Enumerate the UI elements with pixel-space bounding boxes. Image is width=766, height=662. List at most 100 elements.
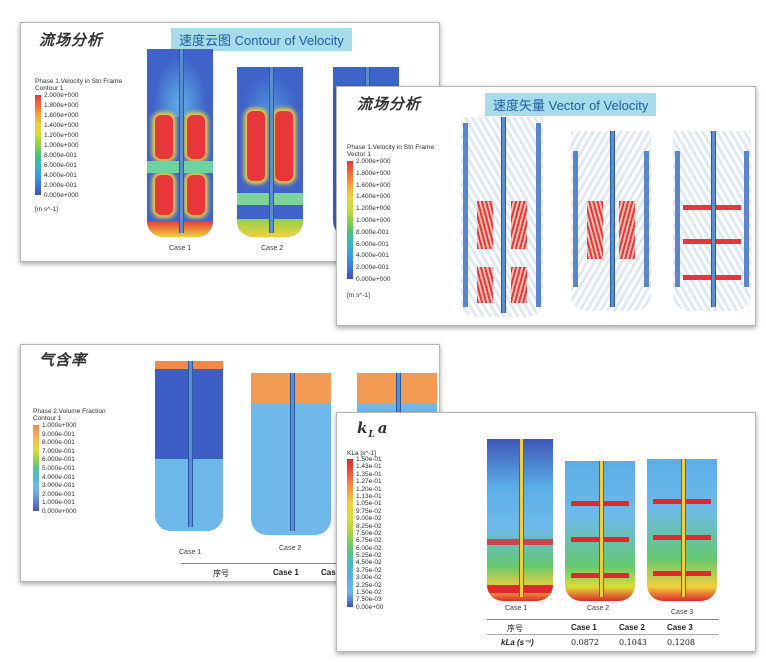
velocity-vector-case2 — [571, 131, 651, 311]
panel-title: 气含率 — [39, 351, 88, 369]
velocity-vector-legend: Phase 1.Velocity in Stn Frame Vector 1 2… — [347, 144, 457, 305]
panel-title: 流场分析 — [39, 31, 104, 49]
kla-case3 — [647, 459, 717, 601]
legend-tick: 7.50e-02 — [356, 529, 382, 537]
title-k: k — [357, 419, 369, 437]
legend-tick: 8.000e-001 — [44, 152, 77, 159]
table-cell: 0.1208 — [667, 638, 695, 647]
legend-tick: 4.000e-001 — [356, 252, 389, 260]
legend-tick: 9.000e-001 — [42, 430, 75, 438]
case-label: Case 1 — [179, 549, 202, 556]
velocity-contour-case2 — [237, 67, 303, 237]
velocity-vector-case1 — [461, 117, 543, 317]
case-label: Case 1 — [169, 245, 192, 252]
legend-unit: [m s^-1] — [35, 206, 58, 213]
legend-tick: 1.50e-02 — [356, 589, 382, 597]
legend-tick: 0.000e+000 — [356, 275, 391, 283]
panel-banner: 速度矢量 Vector of Velocity — [485, 93, 657, 116]
legend-tick: 8.25e-02 — [356, 522, 382, 530]
legend-tick: 1.27e-01 — [356, 478, 382, 486]
velocity-contour-case1 — [147, 49, 213, 237]
legend-tick: 2.000e-001 — [44, 182, 77, 189]
legend-colorbar — [347, 161, 353, 279]
title-subscript: L — [368, 430, 376, 440]
velocity-legend: Phase 1.Velocity in Stn Frame Contour 1 … — [35, 78, 145, 229]
legend-tick: 4.000e-001 — [44, 172, 77, 179]
legend-tick: 6.000e-001 — [44, 162, 77, 169]
legend-tick: 2.000e+000 — [356, 158, 391, 165]
gas-holdup-case2 — [251, 373, 331, 535]
legend-tick: 7.50e-03 — [356, 596, 382, 604]
legend-tick: 1.200e+000 — [356, 205, 391, 213]
title-a: a — [377, 419, 389, 437]
kla-case2 — [565, 461, 635, 601]
legend-tick: 1.20e-01 — [356, 485, 382, 493]
legend-tick: 1.000e+000 — [356, 216, 391, 224]
legend-tick: 1.600e+000 — [44, 112, 79, 119]
legend-title: Phase 1.Velocity in Stn Frame — [35, 78, 123, 85]
legend-tick: 1.600e+000 — [356, 181, 391, 189]
legend-title: Phase 1.Velocity in Stn Frame — [347, 144, 435, 151]
legend-tick: 9.00e-02 — [356, 515, 382, 523]
legend-tick: 7.000e-001 — [42, 447, 75, 455]
table-header: Case 1 — [273, 568, 299, 577]
panel-title: 流场分析 — [357, 95, 422, 113]
legend-subtitle: Contour 1 — [33, 414, 62, 422]
panel-banner: 速度云图 Contour of Velocity — [171, 28, 352, 51]
kla-table: 序号 Case 1 Case 2 Case 3 kLa (s⁻¹) 0.0872… — [487, 619, 719, 649]
case-label: Case 3 — [671, 609, 694, 616]
legend-tick: 6.000e-001 — [42, 456, 75, 464]
legend-unit: [m s^-1] — [347, 292, 370, 299]
case-label: Case 2 — [261, 245, 284, 252]
legend-tick: 1.400e+000 — [44, 122, 79, 129]
table-header: Case 2 — [619, 623, 645, 632]
legend-tick: 2.000e+000 — [44, 92, 79, 99]
legend-tick: 1.000e-001 — [42, 499, 75, 507]
legend-tick: 1.000e+000 — [44, 142, 79, 149]
legend-tick: 0.000e+000 — [42, 507, 77, 515]
legend-tick: 1.05e-01 — [356, 500, 382, 508]
legend-colorbar — [347, 459, 353, 607]
legend-tick: 1.000e+000 — [42, 422, 77, 429]
table-header: Case 1 — [571, 623, 597, 632]
gas-holdup-case1 — [155, 361, 223, 531]
case-label: Case 1 — [505, 605, 528, 612]
table-cell: 0.1043 — [619, 638, 647, 647]
legend-title: Phase 2.Volume Fraction — [33, 408, 106, 415]
legend-tick: 2.000e-001 — [356, 264, 389, 272]
legend-tick: 4.000e-001 — [42, 473, 75, 481]
table-header: 序号 — [213, 569, 229, 578]
legend-tick: 5.000e-001 — [42, 464, 75, 472]
legend-tick: 1.400e+000 — [356, 193, 391, 201]
legend-tick: 1.13e-01 — [356, 492, 382, 500]
legend-tick: 1.50e-01 — [356, 456, 382, 463]
legend-tick: 8.000e-001 — [42, 439, 75, 447]
kla-legend: KLa [s^-1] 1.50e-01 1.43e-01 1.35e-01 1.… — [347, 450, 427, 611]
legend-tick: 6.00e-02 — [356, 544, 382, 552]
legend-tick: 3.000e-001 — [42, 482, 75, 490]
case-label: Case 2 — [587, 605, 610, 612]
legend-tick: 2.000e-001 — [42, 490, 75, 498]
table-header: Cas — [321, 568, 336, 577]
legend-tick: 4.50e-02 — [356, 559, 382, 567]
table-header: 序号 — [507, 624, 523, 633]
legend-tick: 9.75e-02 — [356, 507, 382, 515]
volume-fraction-legend: Phase 2.Volume Fraction Contour 1 1.000e… — [33, 408, 143, 519]
legend-tick: 1.35e-01 — [356, 470, 382, 478]
legend-tick: 8.000e-001 — [356, 228, 389, 236]
legend-colorbar — [35, 95, 41, 195]
table-row-label: kLa (s⁻¹) — [501, 638, 534, 647]
case-label: Case 2 — [279, 545, 302, 552]
legend-tick: 6.000e-001 — [356, 240, 389, 248]
legend-tick: 1.43e-01 — [356, 463, 382, 471]
legend-subtitle: Contour 1 — [35, 84, 64, 92]
legend-tick: 3.00e-02 — [356, 574, 382, 582]
velocity-vector-case3 — [673, 131, 751, 311]
legend-tick: 0.00e+00 — [356, 603, 384, 611]
legend-tick: 6.75e-02 — [356, 537, 382, 545]
legend-colorbar — [33, 425, 39, 511]
legend-tick: 1.200e+000 — [44, 132, 79, 139]
kla-case1 — [487, 439, 553, 601]
legend-tick: 0.000e+000 — [44, 192, 79, 199]
